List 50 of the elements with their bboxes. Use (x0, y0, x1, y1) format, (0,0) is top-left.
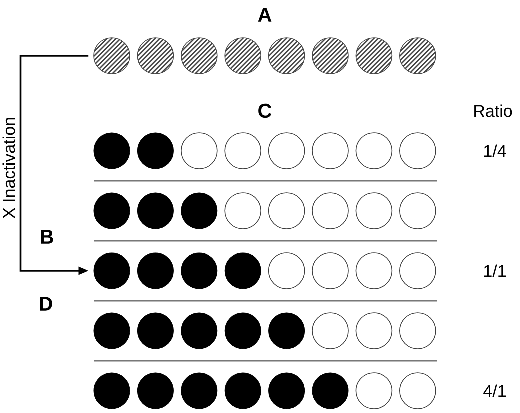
filled-circle (137, 312, 174, 350)
open-circle (356, 252, 393, 290)
filled-circle (94, 312, 130, 350)
filled-circle (137, 372, 174, 410)
open-circle (356, 372, 393, 410)
open-circle (312, 312, 349, 350)
filled-circle (181, 192, 218, 230)
open-circle (400, 312, 436, 350)
panel-letter: B (41, 230, 54, 244)
filled-circle (268, 372, 306, 410)
open-circle (400, 252, 436, 290)
open-circle (356, 132, 393, 170)
filled-circle (137, 252, 174, 290)
open-circle (400, 372, 436, 410)
filled-circle (224, 312, 262, 350)
hatched-circle (400, 38, 436, 74)
filled-circle (137, 192, 174, 230)
open-circle (400, 132, 436, 170)
ratio-text: 1/1 (484, 264, 506, 278)
filled-circle (181, 372, 218, 410)
column-heading: Ratio (474, 104, 512, 118)
filled-circle (94, 372, 130, 410)
ratio-text: 4/1 (484, 384, 506, 398)
filled-circle (94, 132, 130, 170)
edge-label: X Inactivation (2, 116, 16, 220)
open-circle (268, 192, 306, 230)
open-circle (312, 132, 349, 170)
filled-circle (137, 132, 174, 170)
filled-circle (181, 252, 218, 290)
open-circle (268, 132, 306, 170)
filled-circle (181, 312, 218, 350)
open-circle (356, 312, 393, 350)
open-circle (312, 192, 349, 230)
open-circle (181, 132, 218, 170)
open-circle (356, 192, 393, 230)
filled-circle (94, 252, 130, 290)
panel-letter: C (258, 104, 272, 118)
ratio-text: 1/4 (484, 144, 506, 158)
panel-letter: D (40, 297, 52, 311)
filled-circle (312, 372, 349, 410)
open-circle (312, 252, 349, 290)
open-circle (400, 192, 436, 230)
open-circle (268, 252, 306, 290)
open-circle (224, 132, 262, 170)
filled-circle (224, 252, 262, 290)
filled-circle (268, 312, 306, 350)
panel-letter: A (258, 8, 272, 22)
filled-circle (224, 372, 262, 410)
filled-circle (94, 192, 130, 230)
open-circle (224, 192, 262, 230)
